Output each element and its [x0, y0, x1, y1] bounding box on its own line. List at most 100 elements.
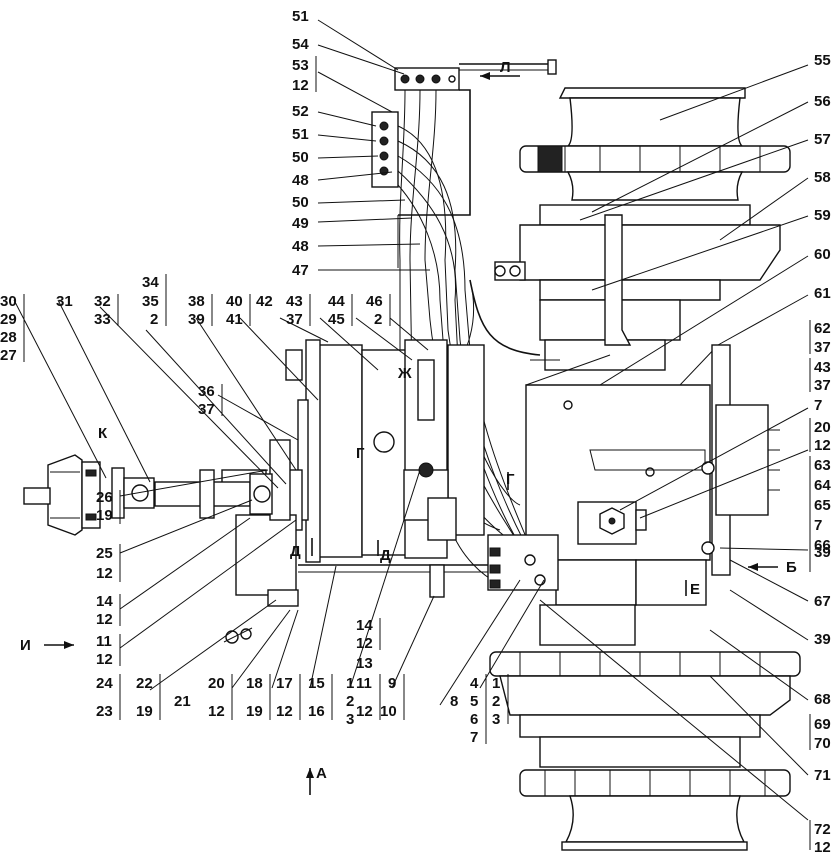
- label-65: 65: [814, 497, 831, 514]
- label-63: 63: [814, 457, 831, 474]
- label-29: 29: [0, 311, 17, 328]
- label-2-a: 2: [150, 311, 158, 328]
- label-3-a: 3: [346, 711, 354, 728]
- label-51: 51: [292, 126, 309, 143]
- upper-wheel-hub: [469, 87, 791, 371]
- label-14-a: 14: [96, 593, 113, 610]
- label-12-b: 12: [96, 565, 113, 582]
- leader-lines: [13, 19, 809, 821]
- label-39-a: 39: [814, 544, 831, 561]
- callout-labels: 51 54 53 12 52 51 50 48 50 49 48 47 55 5…: [0, 8, 831, 856]
- label-56: 56: [814, 93, 831, 110]
- label-33: 33: [94, 311, 111, 328]
- label-39-b: 39: [814, 631, 831, 648]
- label-47: 47: [292, 262, 309, 279]
- label-43-right: 43: [814, 359, 831, 376]
- label-direction-B: Б: [786, 559, 797, 576]
- label-60: 60: [814, 246, 831, 263]
- label-12-d: 12: [96, 651, 113, 668]
- label-41: 41: [226, 311, 243, 328]
- label-40: 40: [226, 293, 243, 310]
- label-14-b: 14: [356, 617, 373, 634]
- label-50: 50: [292, 194, 309, 211]
- label-37-d: 37: [198, 401, 215, 418]
- label-54: 54: [292, 36, 309, 53]
- label-45: 45: [328, 311, 345, 328]
- label-68: 68: [814, 691, 831, 708]
- label-52: 52: [292, 103, 309, 120]
- label-11-b: 11: [356, 675, 372, 692]
- label-51-top: 51: [292, 8, 309, 25]
- valve-group-center: [487, 534, 559, 591]
- label-71: 71: [814, 767, 831, 784]
- label-2-d: 2: [492, 693, 500, 710]
- right-gearbox: [525, 344, 780, 646]
- label-64: 64: [814, 477, 831, 494]
- label-25: 25: [96, 545, 113, 562]
- label-15: 15: [308, 675, 325, 692]
- label-view-A: А: [316, 765, 327, 782]
- label-18: 18: [246, 675, 263, 692]
- label-1-a: 1: [346, 675, 354, 692]
- label-42: 42: [256, 293, 273, 310]
- label-section-D-left: Д: [290, 543, 301, 560]
- label-4: 4: [470, 675, 479, 692]
- label-7-c: 7: [470, 729, 478, 746]
- label-46: 46: [366, 293, 383, 310]
- cardan-shaft: [111, 467, 273, 519]
- label-12-h: 12: [356, 703, 373, 720]
- label-50-top: 50: [292, 149, 309, 166]
- label-12-f: 12: [276, 703, 293, 720]
- label-72: 72: [814, 821, 831, 838]
- label-36: 36: [198, 383, 215, 400]
- label-32: 32: [94, 293, 111, 310]
- label-30: 30: [0, 293, 17, 310]
- label-59: 59: [814, 207, 831, 224]
- label-37-c: 37: [286, 311, 303, 328]
- label-7-b: 7: [814, 517, 822, 534]
- label-2-b: 2: [374, 311, 382, 328]
- label-17: 17: [276, 675, 293, 692]
- label-section-G-left: Г: [356, 445, 365, 462]
- label-direction-I: И: [20, 637, 31, 654]
- label-61: 61: [814, 285, 831, 302]
- label-12-bottom: 12: [814, 839, 831, 856]
- label-12-right: 12: [814, 437, 831, 454]
- label-section-D-right: Д: [380, 547, 391, 564]
- label-section-Zh: Ж: [397, 365, 412, 382]
- label-11-a: 11: [96, 633, 112, 650]
- label-8: 8: [450, 693, 458, 710]
- label-44: 44: [328, 293, 345, 310]
- left-drive-unit: [23, 454, 101, 536]
- label-23: 23: [96, 703, 113, 720]
- label-19-c: 19: [246, 703, 263, 720]
- direction-arrows: [44, 72, 778, 795]
- main-transmission: [221, 339, 500, 607]
- bracket-21: [223, 627, 253, 644]
- label-55: 55: [814, 52, 831, 69]
- label-5: 5: [470, 693, 478, 710]
- lower-wheel-hub: [489, 651, 801, 851]
- label-section-G-right: Г: [506, 471, 515, 488]
- label-39-c: 39: [188, 311, 205, 328]
- label-3-b: 3: [492, 711, 500, 728]
- label-20: 20: [208, 675, 225, 692]
- label-24: 24: [96, 675, 113, 692]
- label-31: 31: [56, 293, 73, 310]
- label-19-b: 19: [136, 703, 153, 720]
- label-16: 16: [308, 703, 325, 720]
- label-34: 34: [142, 274, 159, 291]
- label-28: 28: [0, 329, 17, 346]
- label-48: 48: [292, 238, 309, 255]
- label-69: 69: [814, 716, 831, 733]
- label-67: 67: [814, 593, 831, 610]
- label-37-b: 37: [814, 377, 831, 394]
- label-6: 6: [470, 711, 478, 728]
- label-43: 43: [286, 293, 303, 310]
- label-21: 21: [174, 693, 191, 710]
- label-70: 70: [814, 735, 831, 752]
- label-2-c: 2: [346, 693, 354, 710]
- label-49: 49: [292, 215, 309, 232]
- label-26: 26: [96, 489, 113, 506]
